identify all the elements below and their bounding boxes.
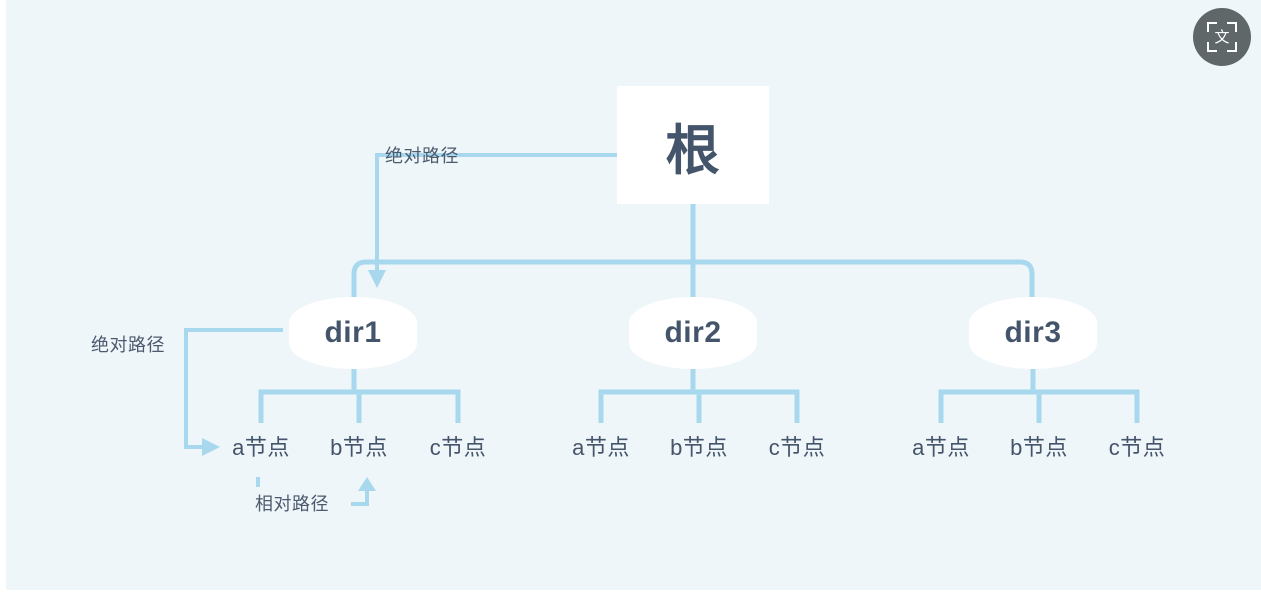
- arrowhead-right-anode: [202, 438, 220, 456]
- annotation-absolute-path-root: 绝对路径: [385, 146, 459, 166]
- translate-scan-icon: 文: [1207, 22, 1237, 52]
- leaf-dir3-a[interactable]: a节点: [912, 435, 970, 460]
- scan-corner-bottom-left: [1207, 42, 1217, 52]
- leaf-dir1-c[interactable]: c节点: [429, 435, 487, 460]
- node-root[interactable]: 根: [617, 86, 769, 204]
- directory-tree-diagram: 根 dir1 dir2 dir3 a节点 b节点 c节点 a节点 b节点 c节点…: [6, 0, 1261, 590]
- annotation-relative-path-dir1: 相对路径: [255, 494, 329, 514]
- translate-glyph: 文: [1214, 28, 1230, 46]
- annotation-absolute-path-dir1: 绝对路径: [91, 335, 165, 355]
- leaf-dir1-b[interactable]: b节点: [330, 435, 388, 460]
- node-dir3[interactable]: dir3: [969, 297, 1097, 369]
- leaf-dir2-a[interactable]: a节点: [572, 435, 630, 460]
- arrowhead-up-bnode: [358, 477, 376, 491]
- translate-scan-icon-button[interactable]: 文: [1193, 8, 1251, 66]
- node-dir1[interactable]: dir1: [289, 297, 417, 369]
- scan-corner-top-left: [1207, 22, 1217, 32]
- node-root-label: 根: [665, 120, 721, 181]
- leaf-dir3-b[interactable]: b节点: [1010, 435, 1068, 460]
- arrowhead-down-dir1: [368, 270, 386, 288]
- leaf-dir3-c[interactable]: c节点: [1108, 435, 1166, 460]
- connector-wires: [184, 153, 1140, 506]
- node-dir2-label: dir2: [664, 316, 722, 349]
- node-dir3-label: dir3: [1004, 316, 1062, 349]
- node-dir2[interactable]: dir2: [629, 297, 757, 369]
- scan-corner-top-right: [1227, 22, 1237, 32]
- leaf-dir2-b[interactable]: b节点: [670, 435, 728, 460]
- node-dir1-label: dir1: [324, 316, 382, 349]
- leaf-dir2-c[interactable]: c节点: [768, 435, 826, 460]
- scan-corner-bottom-right: [1227, 42, 1237, 52]
- leaf-dir1-a[interactable]: a节点: [232, 435, 290, 460]
- diagram-canvas: 根 dir1 dir2 dir3 a节点 b节点 c节点 a节点 b节点 c节点…: [6, 0, 1261, 590]
